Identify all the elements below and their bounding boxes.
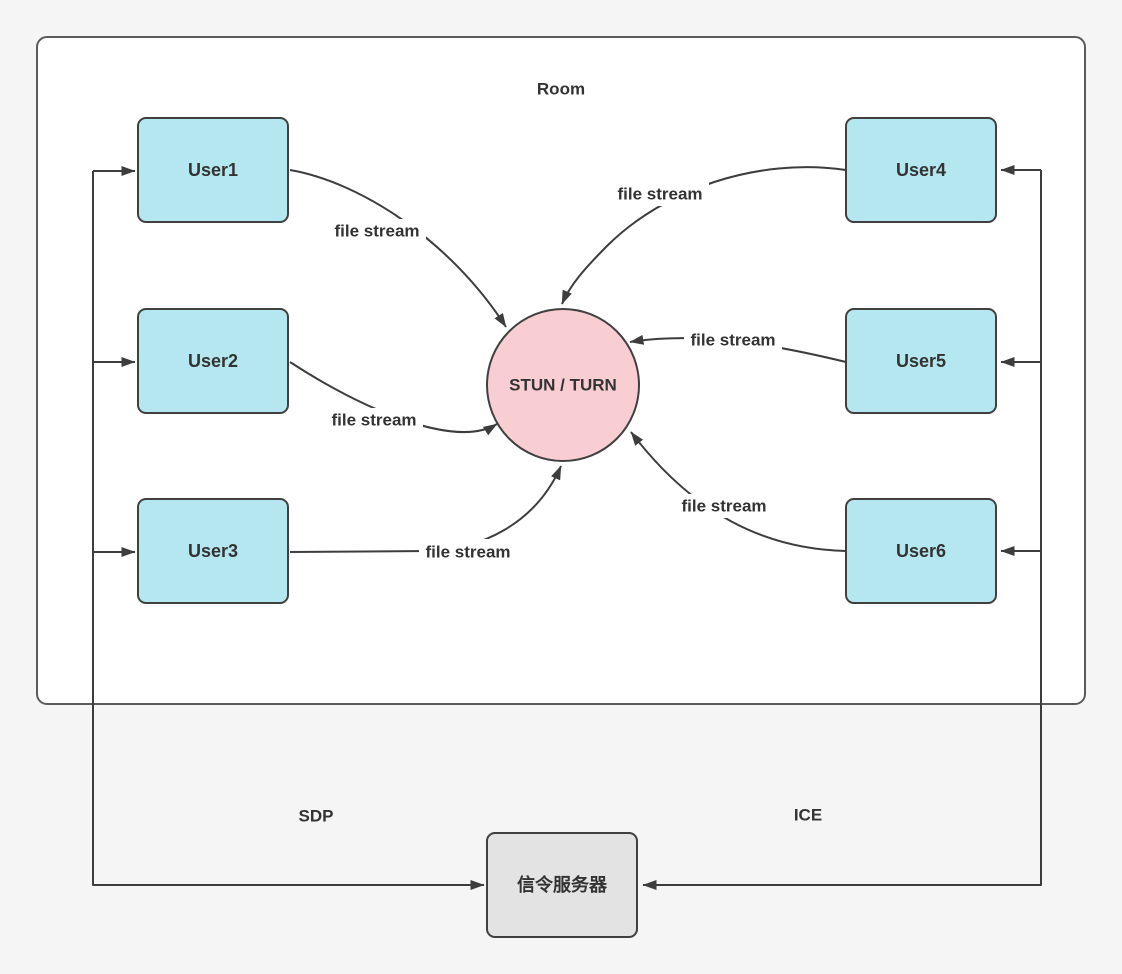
sdp-label: SDP (299, 807, 334, 826)
edge-label-bg (419, 539, 517, 565)
edge-label-user1: file stream (334, 222, 419, 241)
sdp-connector-line (92, 171, 485, 890)
room-label: Room (537, 80, 585, 99)
file-stream-labels: file stream file stream file stream file… (325, 182, 782, 565)
sdp-connector (92, 166, 485, 890)
ice-connector (642, 165, 1042, 890)
node-user3 (137, 498, 289, 604)
edge-label-user4: file stream (617, 185, 702, 204)
ice-connector-line (642, 170, 1042, 890)
edge-user4-hub (561, 166, 847, 305)
node-user6-label: User6 (896, 541, 946, 561)
edge-label-user5: file stream (690, 331, 775, 350)
node-user1 (137, 117, 289, 223)
node-user3-label: User3 (188, 541, 238, 561)
ice-label: ICE (794, 806, 822, 825)
node-user4-label: User4 (896, 160, 946, 180)
edge-label-bg (611, 182, 709, 206)
node-signaling-server (486, 832, 638, 938)
node-user1-label: User1 (188, 160, 238, 180)
edge-label-bg (325, 408, 423, 432)
node-user2-label: User2 (188, 351, 238, 371)
user-nodes: User1 User2 User3 User4 User5 User6 (137, 117, 997, 604)
node-user4 (845, 117, 997, 223)
node-user5-label: User5 (896, 351, 946, 371)
edge-user6-hub (630, 431, 847, 552)
hub-label: STUN / TURN (509, 376, 617, 395)
node-user2 (137, 308, 289, 414)
signaling-server-label: 信令服务器 (517, 874, 608, 895)
edge-label-user2: file stream (331, 411, 416, 430)
edge-label-bg (684, 328, 782, 352)
node-user6 (845, 498, 997, 604)
edge-label-user3: file stream (425, 543, 510, 562)
edge-label-user6: file stream (681, 497, 766, 516)
edge-label-bg (328, 219, 426, 243)
edge-label-bg (675, 494, 773, 518)
node-user5 (845, 308, 997, 414)
hub-stun-turn (486, 308, 640, 462)
